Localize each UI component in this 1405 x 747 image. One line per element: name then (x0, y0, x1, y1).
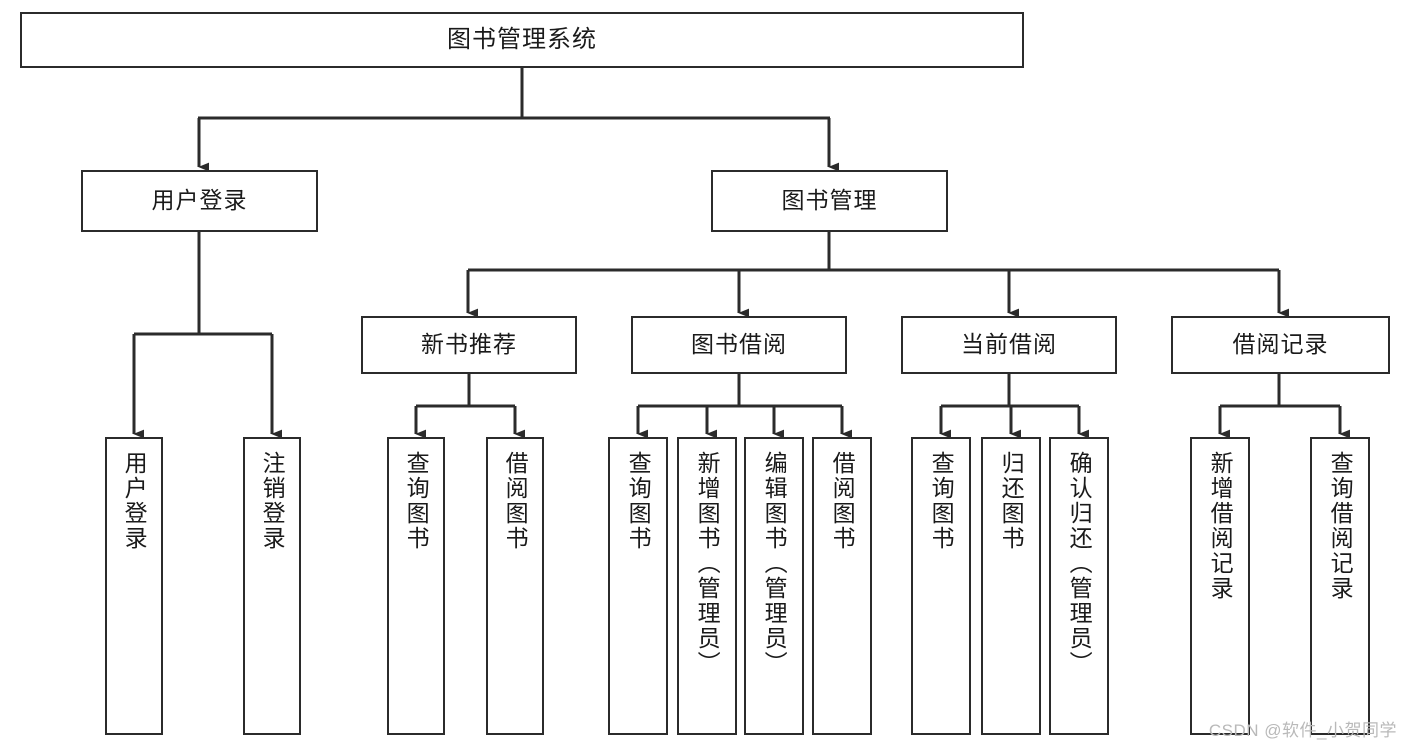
node-leaf-return-book[interactable]: 归还图书 (981, 437, 1041, 735)
node-leaf-logout[interactable]: 注销登录 (243, 437, 301, 735)
node-user-login[interactable]: 用户登录 (81, 170, 318, 232)
node-leaf-borrow-book-2[interactable]: 借阅图书 (812, 437, 872, 735)
node-leaf-edit-book[interactable]: 编辑图书（管理员） (744, 437, 804, 735)
node-leaf-query-book-1-label: 查询图书 (403, 451, 430, 551)
node-leaf-query-record-label: 查询借阅记录 (1327, 451, 1354, 601)
node-leaf-add-book-label: 新增图书（管理员） (694, 451, 721, 676)
node-new-book-recommend-label: 新书推荐 (421, 331, 517, 358)
node-book-borrow-label: 图书借阅 (691, 331, 787, 358)
node-leaf-confirm-return[interactable]: 确认归还（管理员） (1049, 437, 1109, 735)
node-leaf-return-book-label: 归还图书 (998, 451, 1025, 551)
node-leaf-borrow-book-1-label: 借阅图书 (502, 451, 529, 551)
node-leaf-query-book-2-label: 查询图书 (625, 451, 652, 551)
node-leaf-query-record[interactable]: 查询借阅记录 (1310, 437, 1370, 735)
node-book-borrow[interactable]: 图书借阅 (631, 316, 847, 374)
node-book-management-label: 图书管理 (781, 187, 878, 214)
node-leaf-add-record-label: 新增借阅记录 (1207, 451, 1234, 601)
node-leaf-query-book-1[interactable]: 查询图书 (387, 437, 445, 735)
node-leaf-borrow-book-2-label: 借阅图书 (829, 451, 856, 551)
node-root[interactable]: 图书管理系统 (20, 12, 1024, 68)
node-leaf-user-login[interactable]: 用户登录 (105, 437, 163, 735)
watermark: CSDN @软件_小贺同学 (1208, 721, 1397, 740)
node-leaf-edit-book-label: 编辑图书（管理员） (761, 451, 788, 676)
node-leaf-query-book-3[interactable]: 查询图书 (911, 437, 971, 735)
node-user-login-label: 用户登录 (151, 187, 248, 214)
node-root-label: 图书管理系统 (447, 25, 597, 53)
node-leaf-borrow-book-1[interactable]: 借阅图书 (486, 437, 544, 735)
node-leaf-add-book[interactable]: 新增图书（管理员） (677, 437, 737, 735)
node-borrow-record[interactable]: 借阅记录 (1171, 316, 1390, 374)
node-leaf-confirm-return-label: 确认归还（管理员） (1066, 451, 1093, 676)
node-borrow-record-label: 借阅记录 (1232, 331, 1329, 358)
node-leaf-logout-label: 注销登录 (259, 451, 286, 551)
node-current-borrow-label: 当前借阅 (961, 331, 1057, 358)
node-new-book-recommend[interactable]: 新书推荐 (361, 316, 577, 374)
node-current-borrow[interactable]: 当前借阅 (901, 316, 1117, 374)
node-leaf-add-record[interactable]: 新增借阅记录 (1190, 437, 1250, 735)
node-leaf-query-book-2[interactable]: 查询图书 (608, 437, 668, 735)
node-book-management[interactable]: 图书管理 (711, 170, 948, 232)
node-leaf-query-book-3-label: 查询图书 (928, 451, 955, 551)
node-leaf-user-login-label: 用户登录 (121, 451, 148, 551)
